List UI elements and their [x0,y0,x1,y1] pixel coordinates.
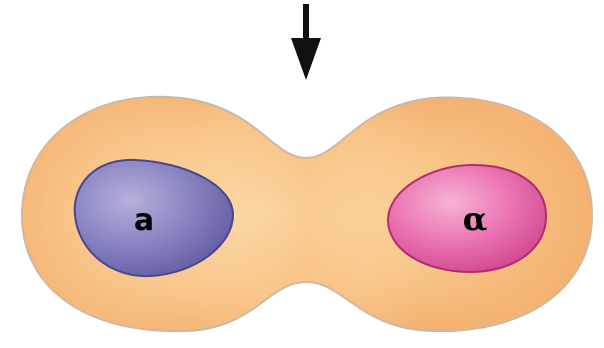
nucleus-alpha-label: α [463,200,488,238]
nucleus-a-label: a [134,203,154,238]
arrow-down-icon [291,4,321,80]
